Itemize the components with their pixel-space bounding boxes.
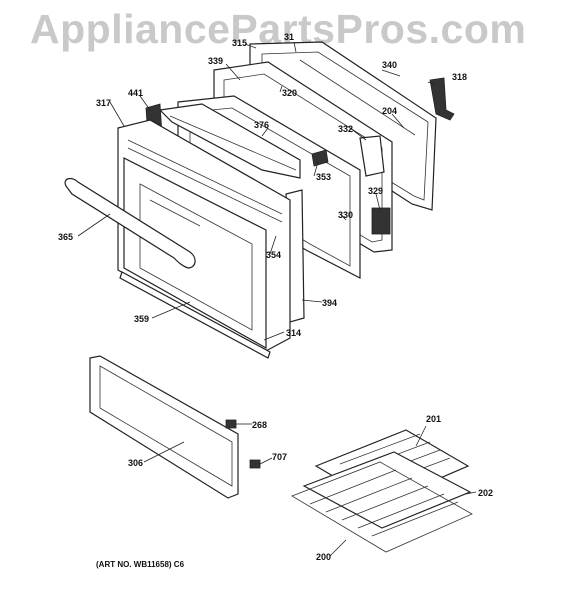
- label-359: 359: [134, 314, 150, 324]
- label-365: 365: [58, 232, 74, 242]
- label-268: 268: [252, 420, 268, 430]
- hinge-329: [371, 207, 391, 235]
- label-330: 330: [338, 210, 354, 220]
- label-340: 340: [382, 60, 398, 70]
- label-320: 320: [282, 88, 298, 98]
- part-353-clip: [311, 149, 329, 167]
- label-332: 332: [338, 124, 354, 134]
- part-376-frame: [158, 103, 301, 179]
- label-353: 353: [316, 172, 332, 182]
- part-332-bracket: [359, 135, 385, 177]
- label-201: 201: [426, 414, 442, 424]
- label-204: 204: [382, 106, 398, 116]
- label-318: 318: [452, 72, 468, 82]
- leader-lines: [77, 41, 477, 557]
- part-306-drawer-front: [89, 355, 239, 499]
- label-317: 317: [96, 98, 112, 108]
- label-329: 329: [368, 186, 384, 196]
- label-707: 707: [272, 452, 288, 462]
- label-354: 354: [266, 250, 282, 260]
- part-707: [249, 459, 261, 469]
- label-394: 394: [322, 298, 338, 308]
- part-268: [225, 419, 237, 429]
- art-number: (ART NO. WB11658) C6: [96, 560, 185, 569]
- part-202-broiler-pan: [302, 451, 472, 529]
- label-314: 314: [286, 328, 302, 338]
- part-200-rack: [291, 461, 473, 553]
- part-318-gasket: [429, 77, 455, 121]
- part-365-handle: [64, 177, 196, 269]
- label-200: 200: [316, 552, 332, 562]
- label-31: 31: [284, 32, 295, 42]
- label-306: 306: [128, 458, 144, 468]
- part-359-trim: [119, 271, 271, 359]
- label-339: 339: [208, 56, 224, 66]
- label-441: 441: [128, 88, 144, 98]
- label-376: 376: [254, 120, 270, 130]
- label-202: 202: [478, 488, 494, 498]
- label-315: 315: [232, 38, 248, 48]
